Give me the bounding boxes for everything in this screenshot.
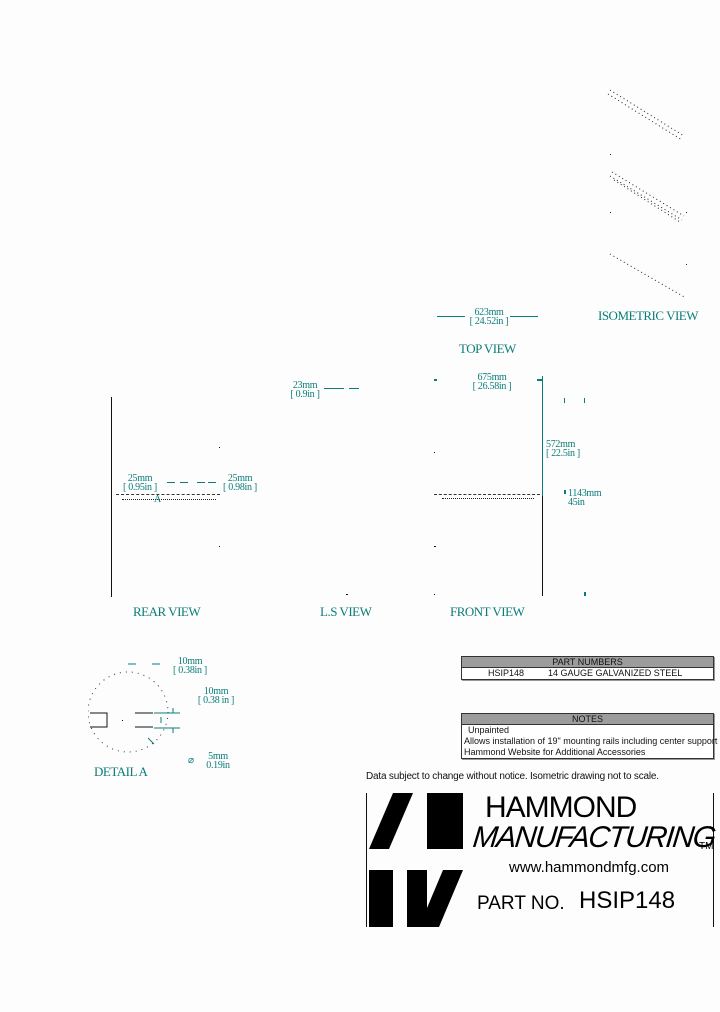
website-link[interactable]: www.hammondmfg.com — [509, 859, 670, 876]
note-line: Hammond Website for Additional Accessori… — [464, 747, 646, 757]
detail-label: DETAIL A — [94, 764, 148, 779]
rear-view-label: REAR VIEW — [133, 604, 201, 619]
detail-mid-dimension: 10mm [ 0.38 in ] — [197, 686, 235, 706]
front-width-dimension: 675mm [ 26.58in ] — [472, 372, 512, 392]
front-height-dimension: 572mm [ 22.5in ] — [546, 439, 580, 459]
dimension-line — [437, 316, 465, 317]
part-numbers-header: PART NUMBERS — [462, 657, 713, 668]
rear-edge — [111, 397, 112, 597]
rail-spacing-dimension: 1143mm 45in — [568, 488, 602, 508]
top-width-dimension: 623mm [ 24.52in ] — [469, 307, 509, 327]
trademark: TM — [699, 841, 714, 852]
detail-drawing — [88, 663, 180, 753]
company-name-line2: MANUFACTURING — [471, 821, 717, 854]
note-line: Allows installation of 19" mounting rail… — [464, 736, 718, 746]
dimension-line — [510, 316, 538, 317]
company-name-line1: HAMMOND — [485, 791, 637, 824]
rear-right-dimension: 25mm [ 0.98in ] — [223, 473, 257, 493]
diameter-icon: ⌀ — [188, 755, 195, 766]
part-no-label: PART NO. — [477, 893, 565, 914]
part-number-cell: HSIP148 — [488, 668, 525, 678]
part-numbers-table: PART NUMBERS HSIP148 14 GAUGE GALVANIZED … — [461, 656, 714, 680]
ls-view-label: L.S VIEW — [320, 604, 372, 619]
table-row: HSIP148 14 GAUGE GALVANIZED STEEL — [462, 668, 713, 679]
detail-hole-dimension: 5mm 0.19in — [206, 751, 230, 771]
isometric-view-label: ISOMETRIC VIEW — [598, 308, 699, 323]
note-line: Unpainted — [468, 725, 510, 735]
isometric-drawing — [607, 89, 687, 299]
notes-header: NOTES — [462, 714, 713, 725]
front-view-label: FRONT VIEW — [450, 604, 525, 619]
detail-marker: A — [154, 494, 162, 505]
rear-rail-line — [116, 494, 220, 495]
notes-table: NOTES Unpainted Allows installation of 1… — [461, 713, 718, 759]
hammond-logo-icon — [369, 793, 463, 927]
front-edge — [542, 496, 543, 596]
rear-left-dimension: 25mm [ 0.95in ] — [123, 473, 157, 493]
top-view-label: TOP VIEW — [459, 341, 516, 356]
description-cell: 14 GAUGE GALVANIZED STEEL — [548, 668, 683, 678]
disclaimer: Data subject to change without notice. I… — [366, 771, 659, 782]
title-block: HAMMOND MANUFACTURING TM www.hammondmfg.… — [366, 791, 717, 927]
front-rail-line — [434, 494, 540, 495]
detail-top-dimension: 10mm [ 0.38in ] — [173, 656, 207, 676]
part-no-value: HSIP148 — [579, 887, 676, 914]
